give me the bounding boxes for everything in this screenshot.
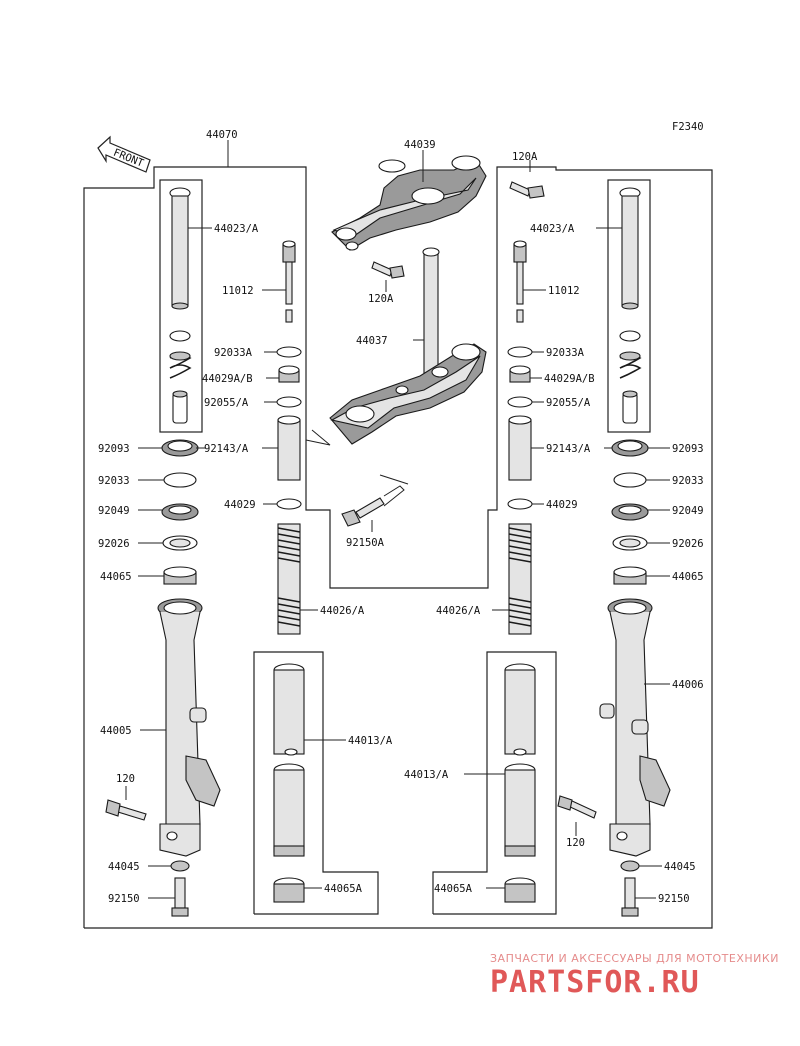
label-right-92143: 92143/A bbox=[546, 443, 591, 455]
left-inner-tube-44013 bbox=[273, 663, 305, 903]
watermark-logo: ЗАПЧАСТИ И АКСЕССУАРЫ ДЛЯ МОТОТЕХНИКИ PA… bbox=[490, 952, 779, 1000]
label-right-92033a: 92033A bbox=[546, 347, 585, 359]
label-left-44065: 44065 bbox=[100, 571, 132, 583]
label-right-92033: 92033 bbox=[672, 475, 704, 487]
label-left-92033: 92033 bbox=[98, 475, 130, 487]
right-spring-44026 bbox=[508, 523, 532, 635]
right-inner-tube-44013 bbox=[504, 663, 536, 903]
label-left-92049: 92049 bbox=[98, 505, 130, 517]
label-right-44026: 44026/A bbox=[436, 605, 481, 617]
label-right-11012: 11012 bbox=[548, 285, 580, 297]
label-left-92150: 92150 bbox=[108, 893, 140, 905]
diagram-code: F2340 bbox=[672, 121, 704, 133]
label-right-92150: 92150 bbox=[658, 893, 690, 905]
part-labels: 44070 44039 120A 120A 44037 92150A 44023… bbox=[98, 129, 704, 905]
label-left-44026: 44026/A bbox=[320, 605, 365, 617]
bolt-92150a bbox=[341, 474, 409, 532]
upper-bracket-44039 bbox=[331, 150, 487, 251]
label-right-44045: 44045 bbox=[664, 861, 696, 873]
label-right-92055: 92055/A bbox=[546, 397, 591, 409]
label-right-44065: 44065 bbox=[672, 571, 704, 583]
label-left-44029ab: 44029A/B bbox=[202, 373, 253, 385]
label-left-44023: 44023/A bbox=[214, 223, 259, 235]
label-left-92033a: 92033A bbox=[214, 347, 253, 359]
label-right-92026: 92026 bbox=[672, 538, 704, 550]
label-right-44029ab: 44029A/B bbox=[544, 373, 595, 385]
label-left-120: 120 bbox=[116, 773, 135, 785]
label-left-92026: 92026 bbox=[98, 538, 130, 550]
label-120a-top: 120A bbox=[512, 151, 538, 163]
label-right-92049: 92049 bbox=[672, 505, 704, 517]
label-left-44065a: 44065A bbox=[324, 883, 363, 895]
front-arrow-icon: FRONT bbox=[97, 135, 151, 173]
bolt-120a-lower bbox=[371, 261, 405, 292]
label-right-44065a: 44065A bbox=[434, 883, 473, 895]
left-spring-44026 bbox=[277, 523, 301, 635]
front-arrow-label: FRONT bbox=[111, 147, 145, 170]
left-fork-parts bbox=[105, 187, 302, 917]
label-92150a: 92150A bbox=[346, 537, 385, 549]
label-right-92093: 92093 bbox=[672, 443, 704, 455]
label-right-44006: 44006 bbox=[672, 679, 704, 691]
label-left-44013: 44013/A bbox=[348, 735, 393, 747]
label-right-44013: 44013/A bbox=[404, 769, 449, 781]
label-44070: 44070 bbox=[206, 129, 238, 141]
label-left-44005: 44005 bbox=[100, 725, 132, 737]
label-120a-lower: 120A bbox=[368, 293, 394, 305]
label-right-120: 120 bbox=[566, 837, 585, 849]
label-left-92055: 92055/A bbox=[204, 397, 249, 409]
watermark-subtitle: ЗАПЧАСТИ И АКСЕССУАРЫ ДЛЯ МОТОТЕХНИКИ bbox=[490, 952, 779, 965]
label-left-11012: 11012 bbox=[222, 285, 254, 297]
label-left-44045: 44045 bbox=[108, 861, 140, 873]
leader-lines bbox=[125, 227, 670, 899]
label-right-44023: 44023/A bbox=[530, 223, 575, 235]
label-left-92093: 92093 bbox=[98, 443, 130, 455]
bolt-120a-top bbox=[509, 160, 545, 199]
label-44037: 44037 bbox=[356, 335, 388, 347]
label-right-44029: 44029 bbox=[546, 499, 578, 511]
label-44039: 44039 bbox=[404, 139, 436, 151]
label-left-44029: 44029 bbox=[224, 499, 256, 511]
label-left-92143: 92143/A bbox=[204, 443, 249, 455]
right-fork-parts bbox=[507, 187, 671, 917]
assembly-frame bbox=[83, 140, 713, 929]
steering-stem-44037 bbox=[329, 247, 487, 445]
watermark-brand: PARTSFOR.RU bbox=[490, 965, 700, 1000]
